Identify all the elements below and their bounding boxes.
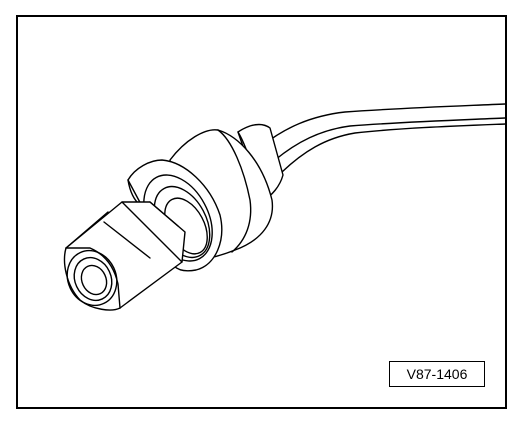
cable xyxy=(261,103,506,173)
reference-label: V87-1406 xyxy=(389,361,485,387)
fitting-opening xyxy=(63,247,121,311)
